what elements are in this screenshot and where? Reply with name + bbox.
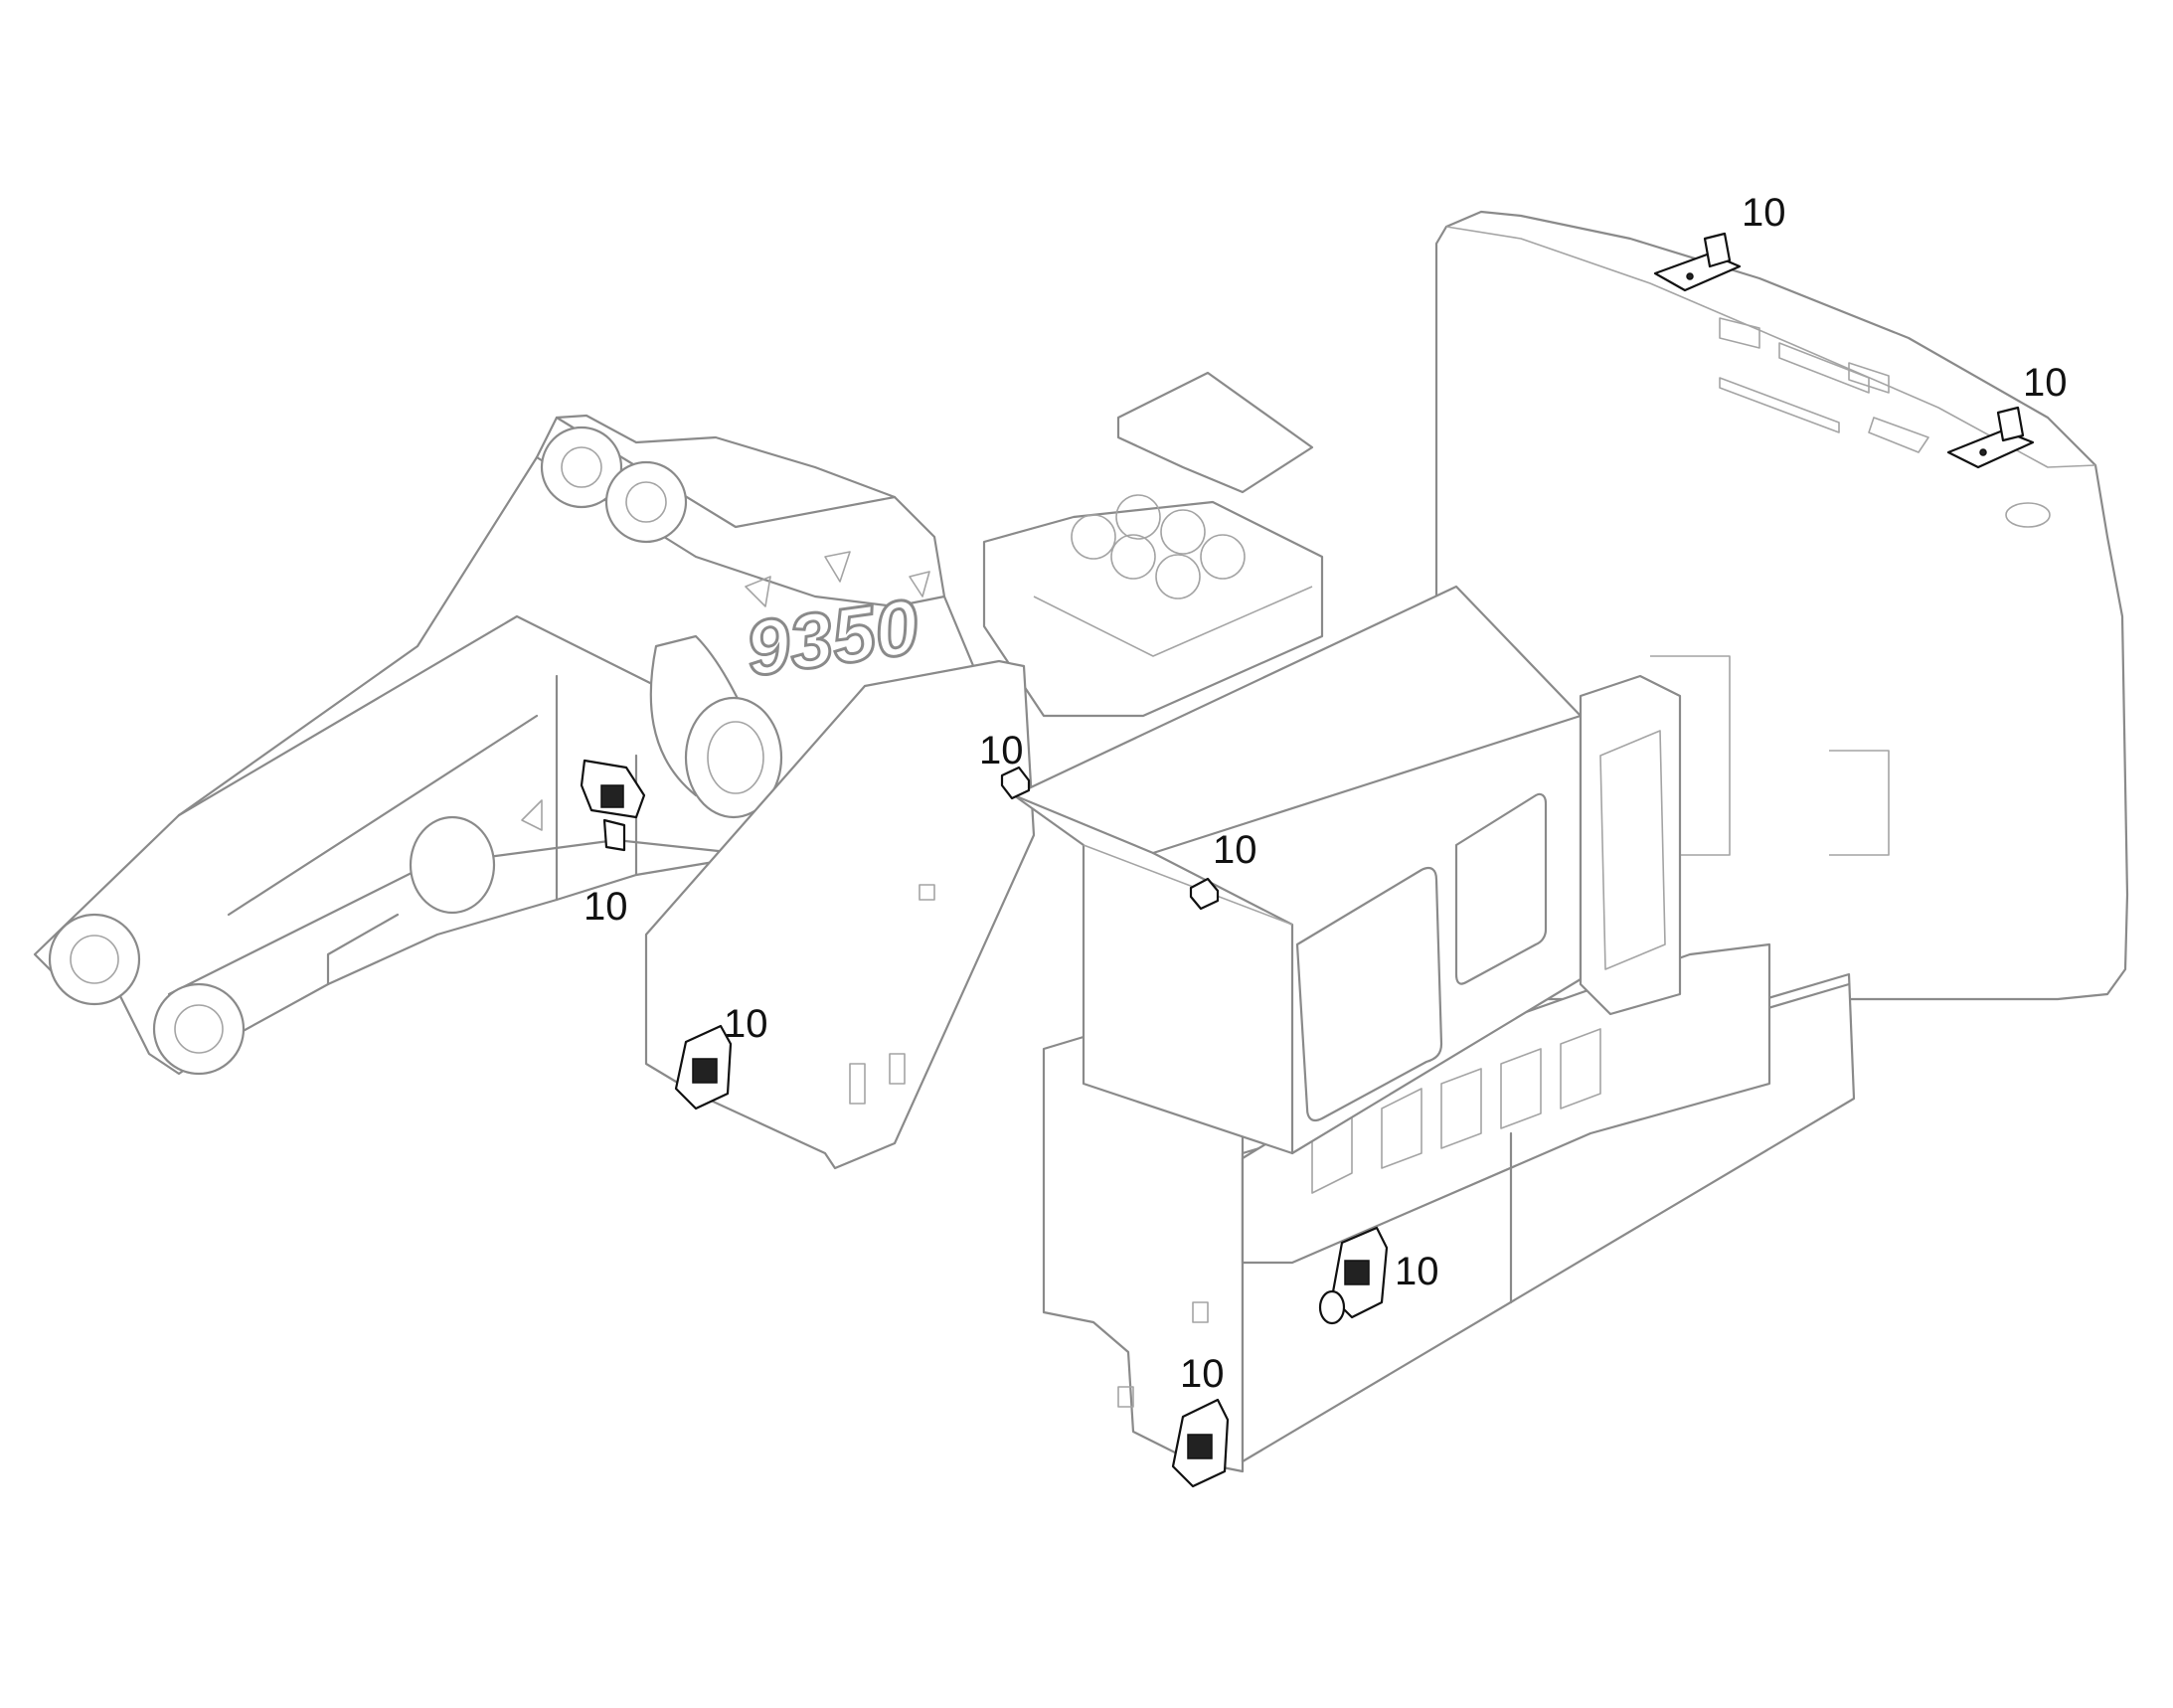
base-module <box>1042 942 1856 1473</box>
mount-part-top-left <box>1653 232 1742 292</box>
callout-label: 10 <box>1742 191 1786 235</box>
callout-label: 10 <box>1180 1352 1225 1396</box>
mount-part-base-side <box>1318 1226 1389 1325</box>
mount-part-lower-left <box>674 1024 733 1110</box>
operator-cab <box>1012 585 1682 1155</box>
callout-label: 10 <box>1395 1250 1439 1293</box>
mount-part-base-corner <box>1171 1398 1230 1488</box>
mount-part-cab-front <box>1189 877 1220 911</box>
callout-label: 10 <box>1213 828 1257 872</box>
mount-part-cab-left <box>1000 766 1031 800</box>
callout-label: 10 <box>724 1002 768 1046</box>
callout-label: 10 <box>979 729 1024 772</box>
mount-part-boom <box>580 759 646 852</box>
callout-label: 10 <box>584 885 628 929</box>
mount-part-top-right <box>1946 406 2035 469</box>
upper-frame-deck <box>644 371 1324 1170</box>
callout-label: 10 <box>2023 361 2068 405</box>
